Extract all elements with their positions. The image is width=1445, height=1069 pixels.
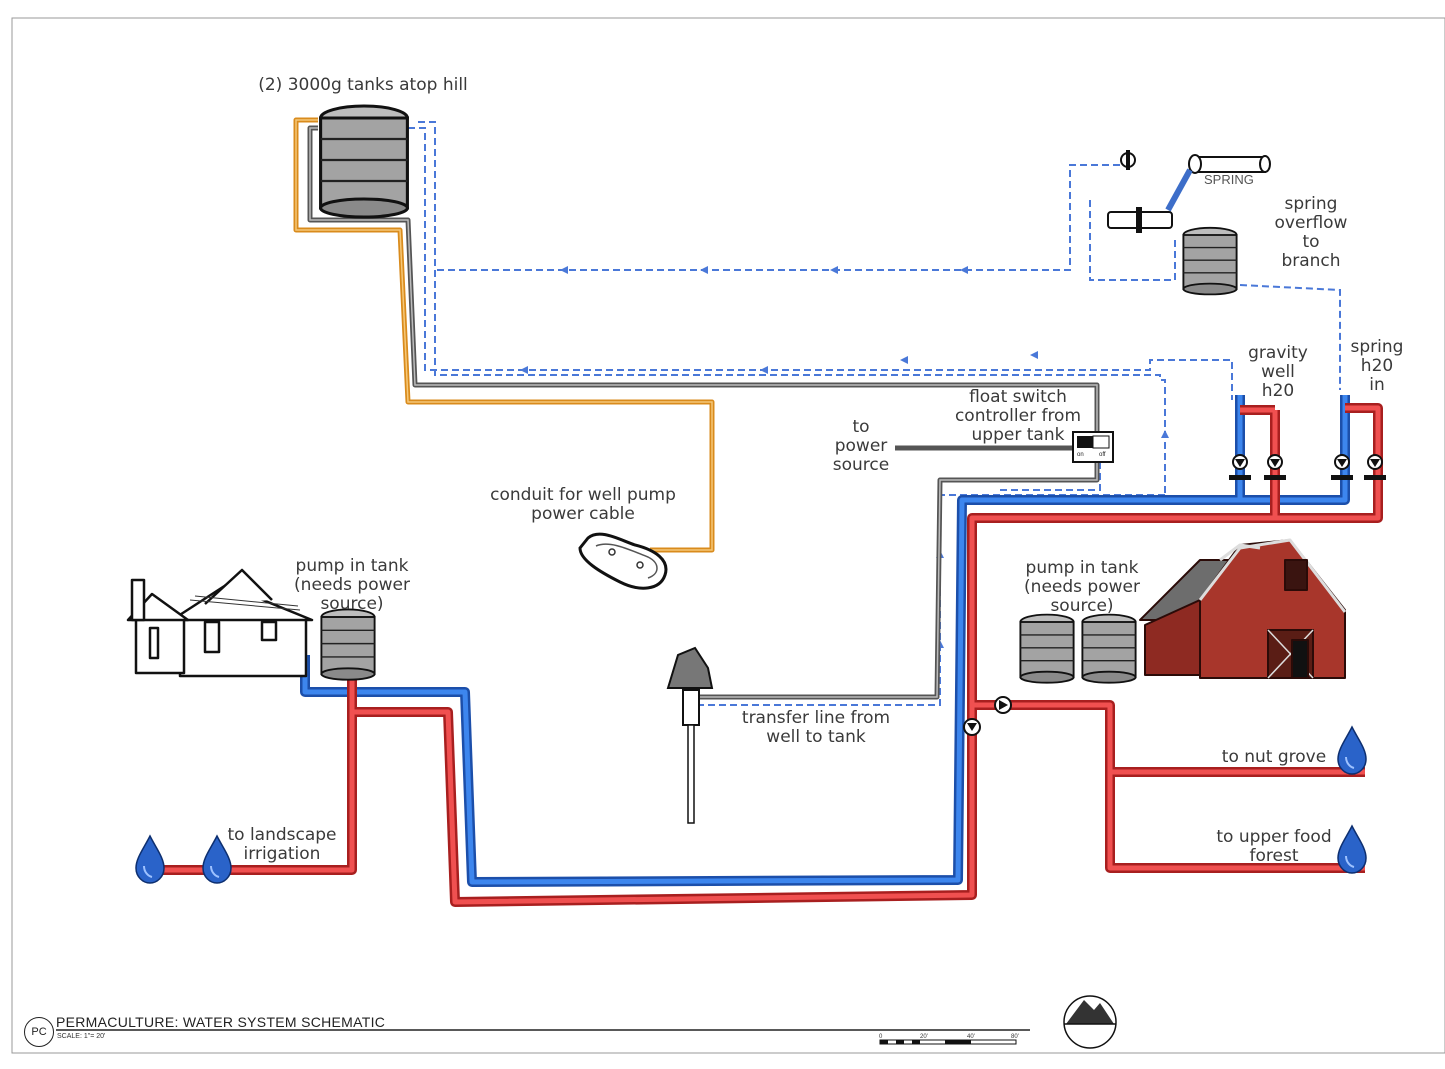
scale-bar bbox=[879, 1039, 1017, 1045]
sheet-title: PERMACULTURE: WATER SYSTEM SCHEMATIC bbox=[56, 1014, 386, 1030]
to-power-label: to power source bbox=[832, 417, 890, 475]
barn-icon bbox=[1139, 538, 1347, 679]
pc-logo: PC bbox=[24, 1017, 54, 1047]
nut-grove-label: to nut grove bbox=[1221, 747, 1327, 767]
tanks-hill-label: (2) 3000g tanks atop hill bbox=[258, 75, 468, 95]
float-switch-label: float switch controller from upper tank bbox=[954, 387, 1082, 445]
scalebar-tick: 0 bbox=[879, 1034, 883, 1040]
water-tank-icon bbox=[319, 104, 409, 219]
pump-check-valve-icon bbox=[963, 696, 1012, 736]
well-icon bbox=[666, 646, 714, 824]
transfer-line-label: transfer line from well to tank bbox=[741, 708, 891, 747]
switch-off-label: off bbox=[1099, 452, 1106, 458]
scalebar-tick: 40' bbox=[967, 1034, 975, 1040]
water-tank-icon bbox=[1182, 226, 1238, 296]
sheet-scale: SCALE: 1"= 20' bbox=[57, 1033, 106, 1040]
scalebar-tick: 20' bbox=[920, 1034, 928, 1040]
float-switch-icon bbox=[1072, 431, 1114, 463]
valve-icon bbox=[1228, 454, 1387, 481]
water-tank-icon bbox=[1081, 613, 1137, 684]
spring-in-label: spring h20 in bbox=[1350, 337, 1404, 395]
house-icon bbox=[126, 568, 314, 678]
gravity-well-label: gravity well h20 bbox=[1248, 343, 1308, 401]
water-tank-icon bbox=[1019, 613, 1075, 684]
north-mountain-icon bbox=[1063, 995, 1117, 1049]
food-forest-label: to upper food forest bbox=[1216, 827, 1332, 866]
spring-overflow-label: spring overflow to branch bbox=[1274, 194, 1348, 271]
conduit-label: conduit for well pump power cable bbox=[490, 485, 676, 524]
spring-pipe-icon bbox=[1107, 150, 1271, 233]
pump-barn-label: pump in tank (needs power source) bbox=[1024, 558, 1140, 616]
pump-house-label: pump in tank (needs power source) bbox=[294, 556, 410, 614]
scalebar-tick: 80' bbox=[1011, 1034, 1019, 1040]
spring-tag-label: SPRING bbox=[1204, 172, 1254, 187]
landscape-label: to landscape irrigation bbox=[227, 825, 337, 864]
well-pump-pad-icon bbox=[578, 532, 668, 590]
switch-on-label: on bbox=[1077, 452, 1084, 458]
water-tank-icon bbox=[320, 608, 376, 681]
